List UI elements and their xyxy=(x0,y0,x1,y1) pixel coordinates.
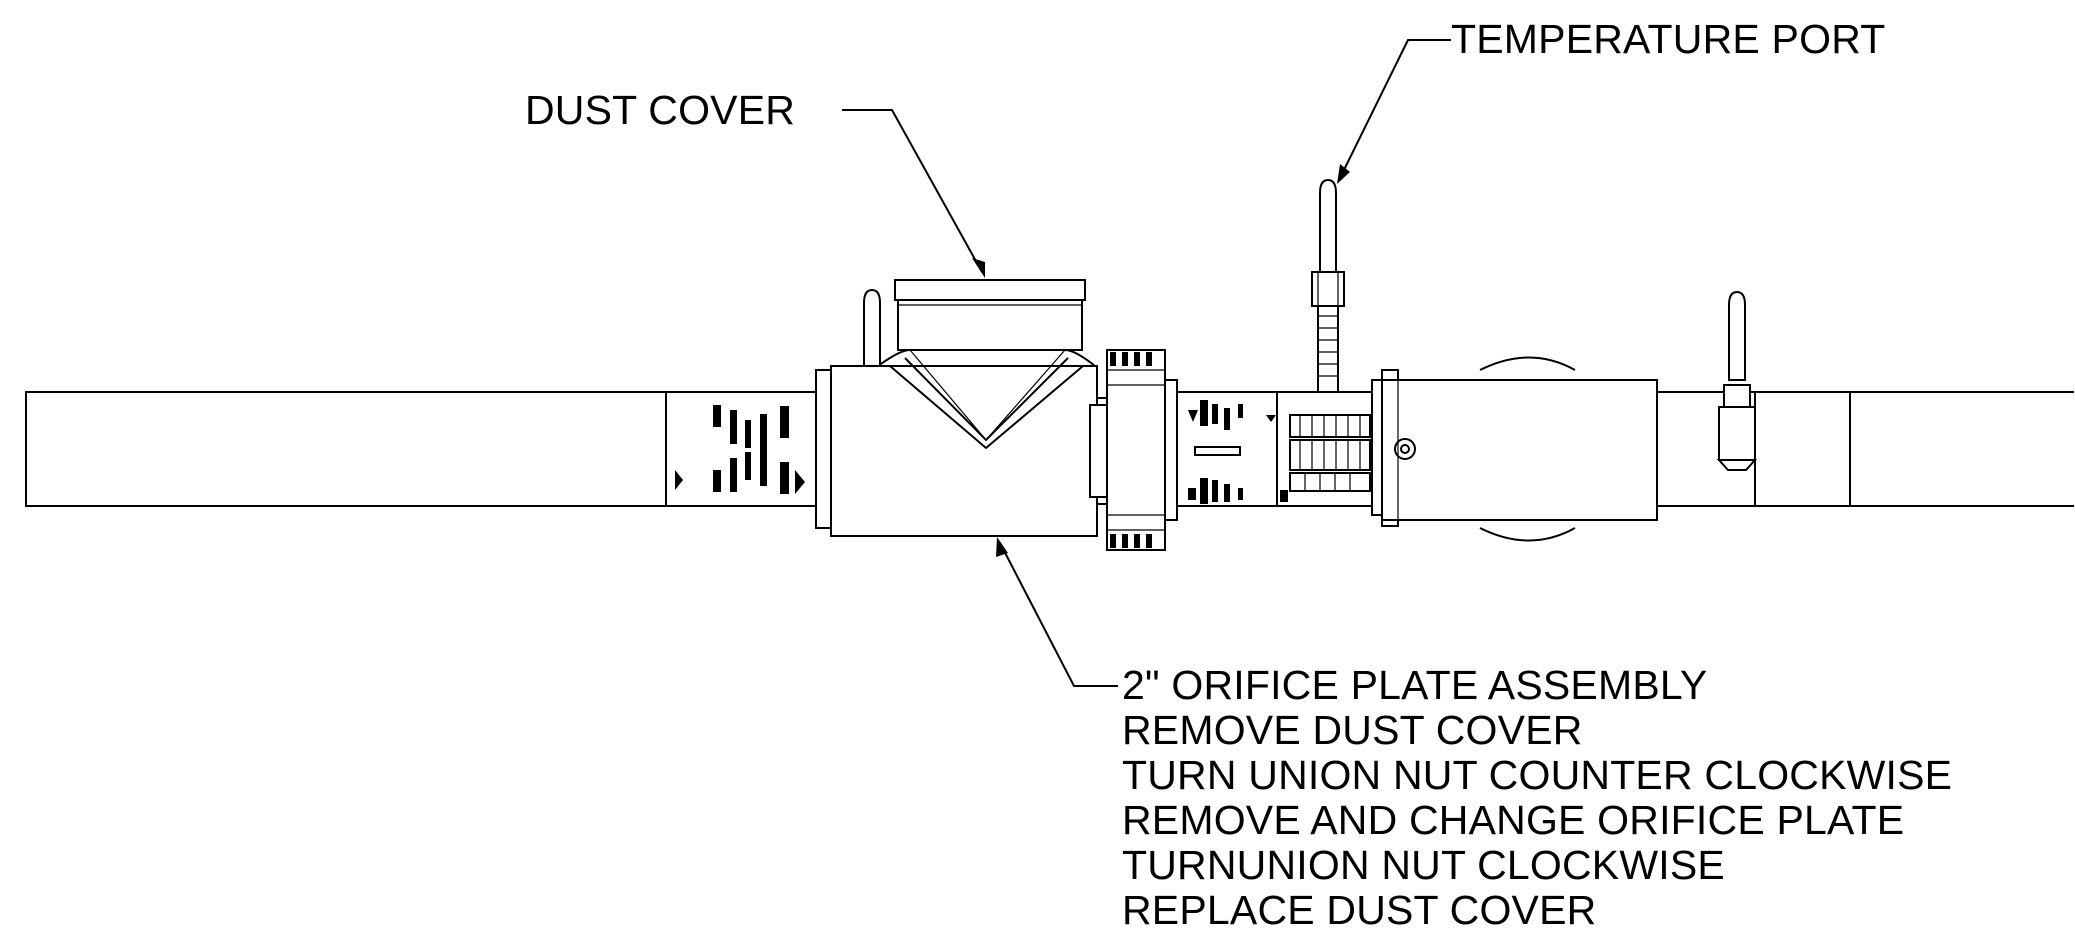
right-pipe-sleeve xyxy=(1754,391,1851,507)
instruction-line: REMOVE AND CHANGE ORIFICE PLATE xyxy=(1122,797,1905,843)
instruction-line: REMOVE DUST COVER xyxy=(1122,707,1583,753)
leader-orifice-assembly xyxy=(996,537,1118,687)
center-label-band xyxy=(1176,391,1373,507)
left-pipe-label-band xyxy=(665,391,817,507)
left-pipe xyxy=(25,391,667,507)
temperature-port-fitting xyxy=(1311,178,1345,393)
orifice-assembly-instructions: 2" ORIFICE PLATE ASSEMBLY REMOVE DUST CO… xyxy=(1122,663,1952,933)
body-flange-left xyxy=(815,369,832,529)
instruction-line: REPLACE DUST COVER xyxy=(1122,887,1597,933)
dust-cover-label: DUST COVER xyxy=(525,87,796,133)
right-housing xyxy=(1371,356,1658,542)
temperature-port-label: TEMPERATURE PORT xyxy=(1451,16,1886,62)
instruction-line: TURN UNION NUT COUNTER CLOCKWISE xyxy=(1122,752,1953,798)
union-nut xyxy=(1089,349,1178,551)
vent-fitting xyxy=(1716,290,1758,471)
instruction-line: 2" ORIFICE PLATE ASSEMBLY xyxy=(1122,662,1708,708)
instruction-line: TURNUNION NUT CLOCKWISE xyxy=(1122,842,1725,888)
leader-dust-cover xyxy=(842,109,985,278)
leader-temperature-port xyxy=(1337,39,1451,184)
dust-cover xyxy=(894,279,1086,351)
right-pipe xyxy=(1850,391,2074,507)
